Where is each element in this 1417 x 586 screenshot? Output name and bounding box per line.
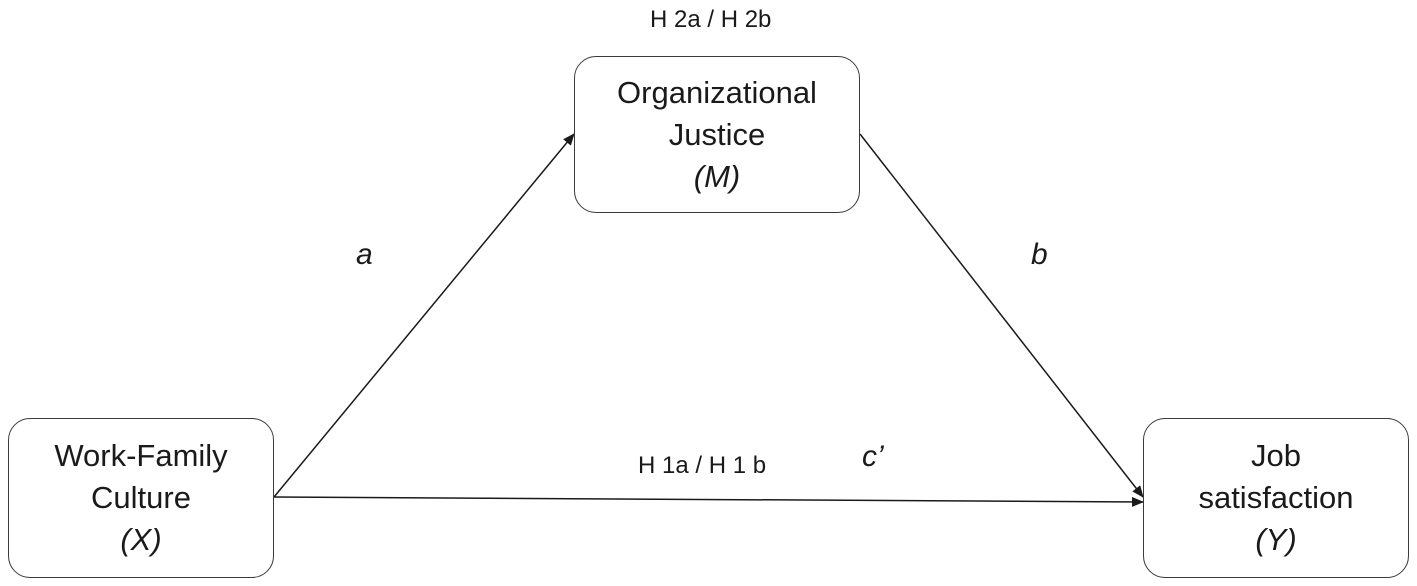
path-label-b: b [1031,238,1048,271]
node-m-label-line2: Justice [668,116,766,152]
node-job-satisfaction: Job satisfaction (Y) [1143,418,1409,578]
node-organizational-justice: Organizational Justice (M) [574,56,860,213]
node-x-label-line2: Culture [91,480,191,515]
hypothesis-label-direct: H 1a / H 1 b [638,452,767,479]
path-label-a: a [356,238,373,271]
node-m-label-line1: Organizational [617,74,817,110]
hypothesis-label-mediation: H 2a / H 2b [650,6,772,33]
node-y-label-line1: Job [1251,438,1301,473]
arrow-m-to-y [859,133,1144,498]
node-x-label-line1: Work-Family [54,438,228,473]
node-work-family-culture: Work-Family Culture (X) [8,418,274,578]
node-y-variable: (Y) [1255,522,1297,557]
node-y-label-line2: satisfaction [1198,480,1354,515]
node-x-variable: (X) [120,522,162,557]
path-label-c-prime: c’ [862,440,884,473]
arrow-x-to-y [273,496,1144,507]
arrow-x-to-m [273,133,575,498]
node-m-variable: (M) [693,158,741,194]
